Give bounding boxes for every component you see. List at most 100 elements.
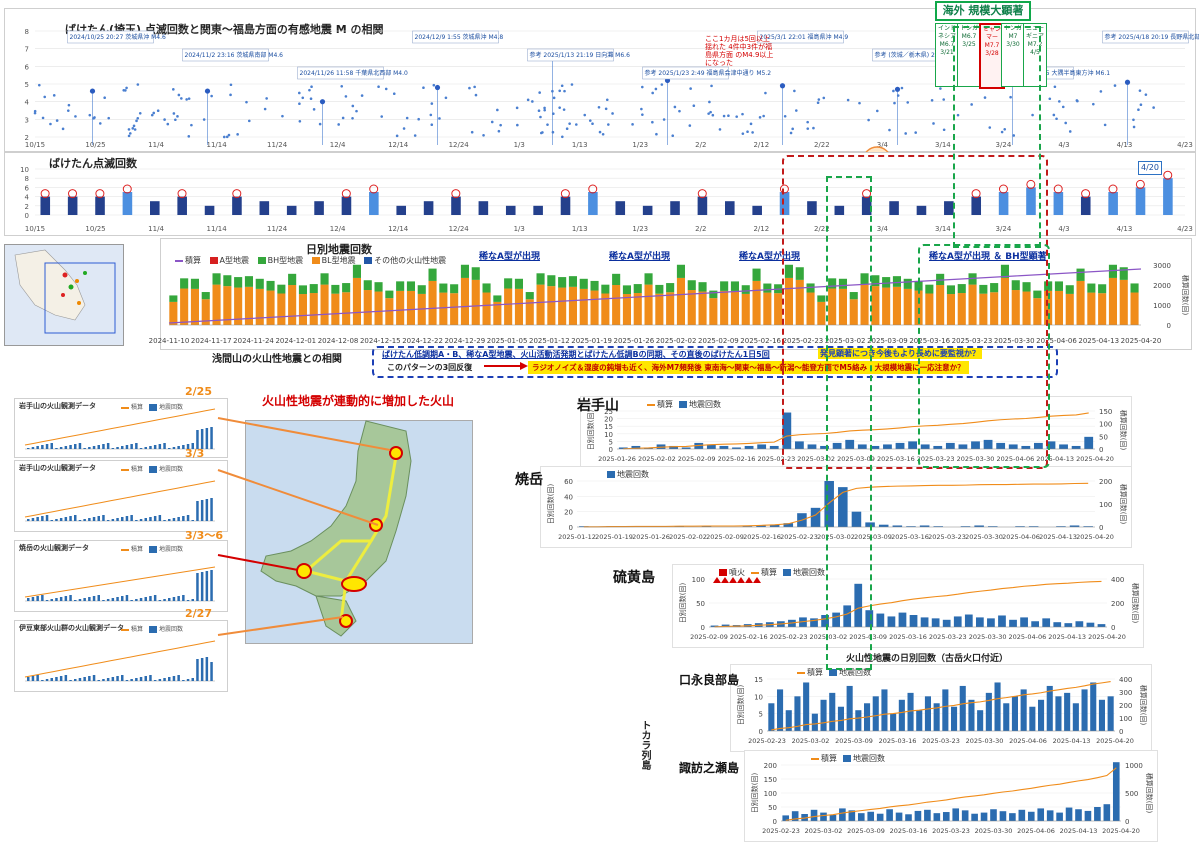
volcano-y-right-tick: 0 [1125,818,1129,826]
asama-bh-bar [1011,280,1020,291]
volcano-bar [898,699,905,731]
mini-bar [205,499,209,521]
volcano-bar [1046,810,1054,821]
asama-bl-bar [903,288,912,325]
asama-x-tick: 2024-11-24 [233,337,274,345]
bake-x-tick: 2/2 [695,225,706,233]
bake-highlight-ring [1135,179,1145,189]
volcano-x-tick: 2025-03-23 [917,455,955,463]
quake-dot [180,97,183,100]
asama-bh-bar [882,277,891,288]
asama-x-tick: 2024-11-10 [149,337,190,345]
volcano-bar [631,445,641,449]
volcano-bar [1072,703,1079,731]
volcano-bar [960,526,971,527]
quake-dot [107,116,111,120]
volcano-bar [916,710,923,731]
quake-dot [709,110,712,114]
asama-x-tick: 2025-03-16 [909,337,950,345]
asama-y-right-label: 積算回数(回) [1181,275,1190,316]
asama-bh-bar [471,267,480,280]
quake-dot [631,123,634,126]
asama-bl-bar [1022,291,1031,325]
rare-a-label-3: 稀なA型が出現 [739,252,800,262]
asama-bh-bar [687,280,696,291]
asama-bl-bar [957,293,966,325]
quake-major-point [204,88,211,94]
volcano-bar [794,441,804,449]
quake-dot [795,109,798,112]
quake-dot [340,85,344,88]
quake-dot [956,113,960,117]
mini-bar [139,677,143,681]
overseas-item-t1: インドネシア [938,25,957,40]
volcano-y-left-tick: 0 [701,624,705,632]
mini-bar [106,520,110,521]
quake-dot [229,83,233,87]
asama-bh-bar [601,284,610,294]
quake-dot [531,100,534,103]
volcano-bar [971,813,978,821]
asama-bh-bar [514,278,523,289]
quake-dot [265,97,268,100]
volcano-bar [1021,445,1031,449]
asama-bl-bar [612,285,621,325]
asama-bl-bar [882,287,891,325]
annotation-text: 2025/3/1 22:01 福島県沖 M4.9 [760,33,849,41]
quake-dot [762,114,765,118]
asama-bl-bar [655,293,664,325]
mini-bar [186,679,190,681]
volcano-bar [953,616,962,627]
mini-bar [83,519,86,521]
bake-x-tick: 4/3 [1058,225,1069,233]
quake-dot [298,120,302,123]
quake-dot [942,128,946,132]
asama-note-box [372,346,1058,378]
asama-bl-bar [741,293,750,325]
quake-dot [1137,108,1140,112]
asama-bl-bar [482,292,491,325]
bake-highlight-ring [68,189,78,199]
quake-dot [722,114,726,118]
volcano-bar [807,444,817,449]
quake-dot [640,107,643,111]
asama-bh-bar [169,295,178,302]
asama-bh-bar [612,273,621,286]
volcano-bar [959,685,966,731]
asama-bh-bar [536,273,545,285]
quake-dot [575,123,578,126]
asama-x-tick: 2025-04-20 [1121,337,1162,345]
mini-bar [200,429,204,449]
quake-dot [344,95,348,98]
volcano-bar [909,615,918,627]
annotation-text: 参考 2025/4/2 23:05 大隅半島東方沖 M6.1 [990,69,1111,77]
asama-bh-bar [363,280,372,291]
eruption-marker [713,577,721,583]
quake-dot [1012,134,1016,137]
asama-bh-bar [579,278,588,289]
asama-bh-bar [439,283,448,293]
quake-dot [227,133,231,137]
mini-bar [163,520,166,521]
quake-dot [560,84,564,88]
volcano-bar [811,713,818,731]
volcano-cumulative-line [785,767,1117,821]
mini-bar [59,597,63,601]
annotation-text: 参考 2025/1/13 21:19 日向灘 M6.6 [530,51,631,59]
volcano-bar [783,523,794,527]
mini-bar [64,675,68,681]
asama-x-tick: 2024-11-17 [191,337,232,345]
mini-bar [106,678,110,681]
quake-dot [816,101,820,105]
volcano-bar [942,689,949,731]
volcano-x-tick: 2025-04-20 [1102,827,1140,835]
quake-dot [764,91,767,95]
tokara-label: トカラ列島 [639,720,650,770]
volcano-x-tick: 2025-04-13 [1039,533,1077,541]
quake-dot [136,117,140,120]
asama-bl-bar [1033,298,1042,325]
bake-bar [478,201,489,215]
volcano-x-tick: 2025-03-30 [969,633,1007,641]
asama-bh-bar [1119,267,1128,280]
